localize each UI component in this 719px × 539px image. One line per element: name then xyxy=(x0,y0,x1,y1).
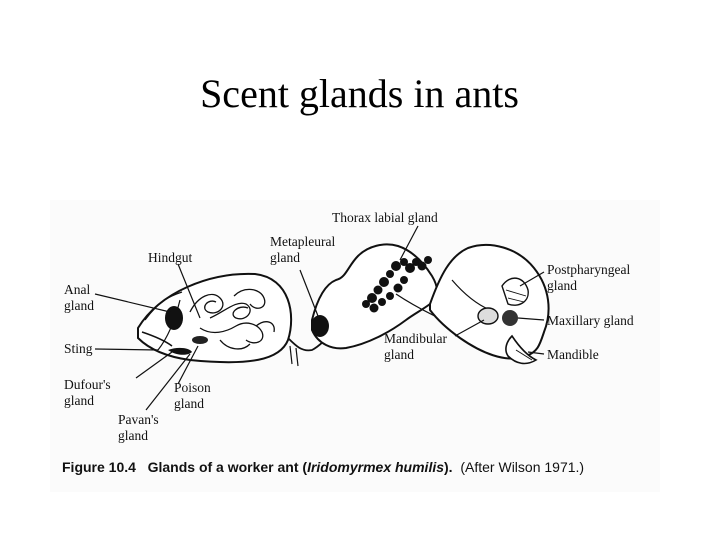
label-postpharyngeal-gland: Postpharyngeal gland xyxy=(547,262,634,293)
hindgut-coils xyxy=(189,288,275,350)
figure-caption: Figure 10.4 Glands of a worker ant (Irid… xyxy=(62,459,662,475)
label-pavans-gland: Pavan's gland xyxy=(118,412,162,443)
poison-gland-shape xyxy=(192,336,208,344)
mandible-shape xyxy=(505,334,538,365)
dufours-gland-shape xyxy=(168,347,192,355)
ant-anatomy-diagram: Anal gland Hindgut Sting Dufour's gland … xyxy=(64,210,634,443)
anal-gland-shape xyxy=(165,306,183,330)
head-outline xyxy=(429,243,550,360)
label-mandible: Mandible xyxy=(547,347,599,362)
slide-title: Scent glands in ants xyxy=(200,71,519,116)
label-poison-gland: Poison gland xyxy=(174,380,214,411)
maxillary-gland-shape xyxy=(502,310,518,326)
label-thorax-labial-gland: Thorax labial gland xyxy=(332,210,438,225)
caption-text-after: ). xyxy=(444,459,453,475)
gaster-outline xyxy=(137,272,293,364)
label-anal-gland: Anal gland xyxy=(64,282,94,313)
leader-lines xyxy=(94,225,545,411)
label-mandibular-gland: Mandibular gland xyxy=(384,331,450,362)
caption-source: (After Wilson 1971.) xyxy=(460,459,585,475)
label-maxillary-gland: Maxillary gland xyxy=(547,313,634,328)
label-dufours-gland: Dufour's gland xyxy=(64,377,114,408)
label-sting: Sting xyxy=(64,341,93,356)
label-hindgut: Hindgut xyxy=(148,250,193,265)
label-metapleural-gland: Metapleural gland xyxy=(270,234,339,265)
ant-gland-figure: Anal gland Hindgut Sting Dufour's gland … xyxy=(50,200,660,492)
thorax-labial-gland-shape xyxy=(362,256,432,313)
caption-text-before: Glands of a worker ant ( xyxy=(147,459,308,475)
caption-figure-number: Figure 10.4 xyxy=(62,459,136,475)
caption-species: Iridomyrmex humilis xyxy=(307,459,445,475)
metapleural-gland-shape xyxy=(311,315,329,337)
